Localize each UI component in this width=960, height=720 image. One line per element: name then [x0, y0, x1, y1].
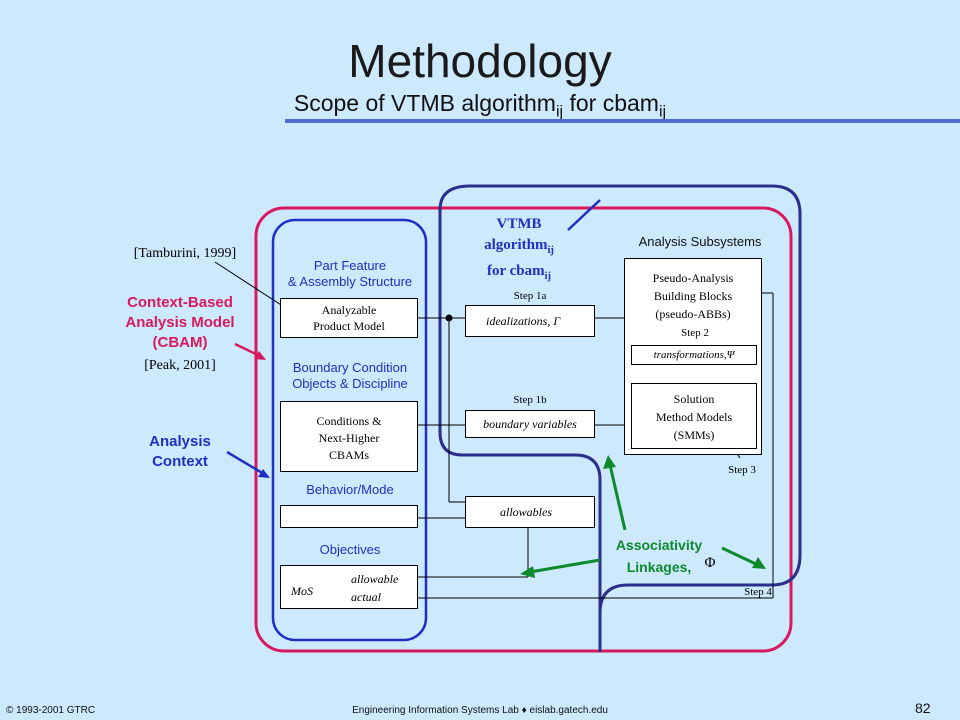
cbam-arrow-head — [254, 351, 266, 360]
context-arrow — [226, 450, 265, 476]
step-2-label: Step 2 — [681, 327, 709, 339]
associativity-label: Associativity Linkages, — [615, 537, 703, 575]
assoc-arrow-right — [721, 546, 759, 567]
idealizations-box: idealizations, Γ — [465, 305, 595, 337]
mos-label: MoS — [291, 584, 313, 598]
analysis-subsystems-header: Analysis Subsystems — [638, 234, 762, 249]
step-3-label: Step 3 — [728, 464, 756, 476]
pseudo-abb-label: Pseudo-Analysis Building Blocks (pseudo-… — [652, 271, 734, 321]
analyzable-product-model-box: Analyzable Product Model — [280, 298, 418, 338]
allowables-box: allowables — [465, 496, 595, 528]
transformations-box: transformations,Ψ — [631, 345, 757, 365]
context-column — [271, 218, 428, 642]
analysis-context-label: Analysis Context — [149, 433, 211, 470]
cbam-arrow — [234, 342, 261, 358]
boundary-variables-box: boundary variables — [465, 410, 595, 438]
smm-box: Solution Method Models (SMMs) — [631, 383, 757, 449]
actual-label: actual — [351, 590, 381, 604]
behavior-mode-label: Behavior/Mode — [306, 482, 394, 497]
smm-label: Solution Method Models (SMMs) — [655, 392, 733, 442]
objectives-box: MoS allowable actual — [280, 565, 418, 609]
boundary-condition-label: Boundary Condition Objects & Discipline — [292, 360, 408, 391]
cbam-label: Context-Based Analysis Model (CBAM) — [125, 294, 235, 351]
slide-subtitle: Scope of VTMB algorithmij for cbamij — [293, 90, 667, 121]
part-feature-label: Part Feature & Assembly Structure — [287, 258, 413, 289]
peak-citation: [Peak, 2001] — [144, 358, 216, 373]
step-4-label: Step 4 — [744, 586, 772, 598]
objectives-label: Objectives — [319, 542, 381, 557]
cbam-frame — [254, 206, 793, 653]
tamburini-citation: [Tamburini, 1999] — [133, 246, 237, 261]
copyright-footer: © 1993-2001 GTRC — [6, 705, 96, 716]
phi-symbol: Φ — [704, 555, 716, 571]
assoc-arrow-up — [608, 464, 627, 531]
step-1b-label: Step 1b — [513, 394, 547, 406]
behavior-mode-box — [280, 505, 418, 528]
slide-title: Methodology — [348, 35, 612, 87]
subsystems-box: Pseudo-Analysis Building Blocks (pseudo-… — [624, 258, 762, 455]
vtmb-scope-frame — [438, 184, 802, 652]
step-1a-label: Step 1a — [513, 290, 547, 302]
assoc-arrow-left — [529, 558, 601, 574]
conditions-box: Conditions & Next-Higher CBAMs — [280, 401, 418, 472]
title-rule — [285, 119, 960, 123]
page-number: 82 — [915, 700, 931, 716]
lab-footer: Engineering Information Systems Lab ♦ ei… — [352, 705, 608, 716]
vtmb-pointer — [567, 199, 601, 231]
vtmb-label: VTMB algorithmij for cbamij — [484, 216, 554, 282]
allowable-label: allowable — [351, 572, 399, 586]
context-arrow-head — [258, 469, 270, 478]
